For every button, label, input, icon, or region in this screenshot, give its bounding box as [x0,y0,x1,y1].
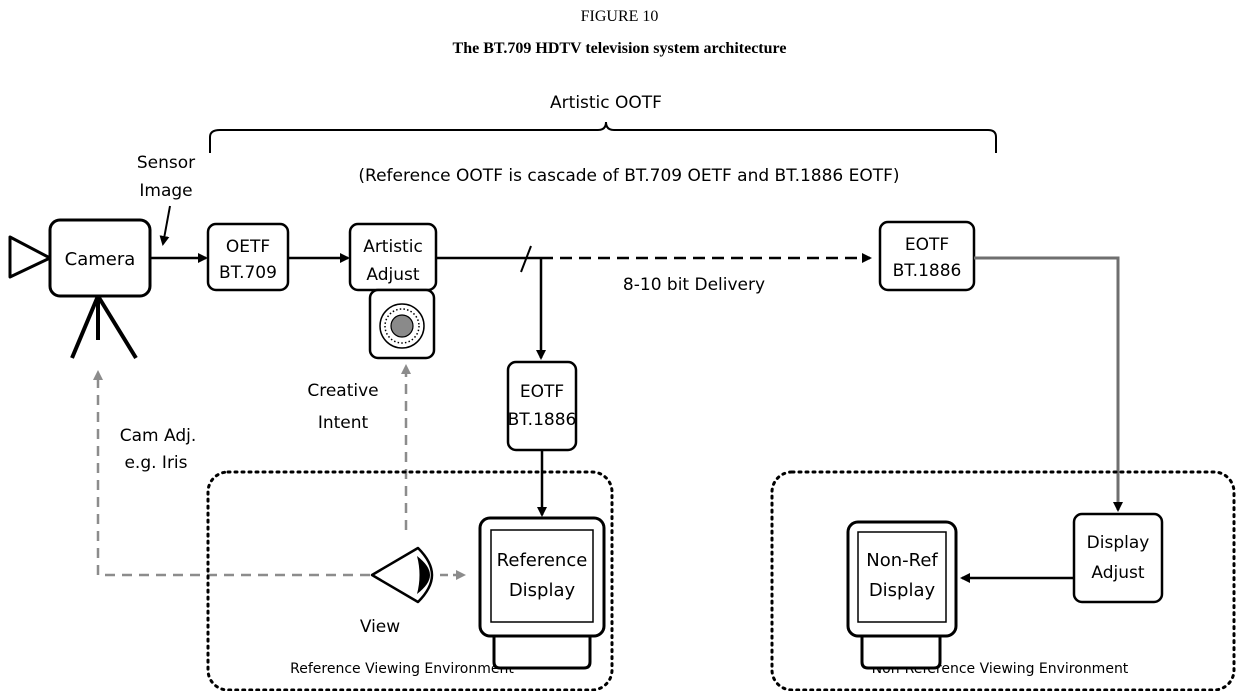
eotf-right-label-line1: EOTF [905,235,949,255]
non-ref-display-label-line2: Display [869,580,936,601]
eotf-to-display-adjust-arrow [974,256,1123,512]
eye-icon [370,546,434,604]
delivery-label: 8-10 bit Delivery [623,275,765,295]
creative-intent-label-line2: Intent [318,413,369,433]
reference-display-label-line2: Display [509,580,576,601]
eotf-middle-box [506,360,578,452]
cam-adj-label-line2: e.g. Iris [124,453,187,473]
eotf-right-box [878,220,976,292]
reference-display-icon [478,516,606,670]
oetf-label-line2: BT.709 [219,263,277,283]
eotf-middle-label-line2: BT.1886 [508,410,577,430]
sensor-image-arrow [159,205,171,246]
display-adjust-label-line1: Display [1087,533,1150,553]
cam-adj-feedback-arrow [93,370,370,577]
non-reference-viewing-environment [770,470,1236,691]
artistic-ootf-brace [209,121,997,153]
artistic-adjust-label-line2: Adjust [366,265,419,285]
view-label: View [360,617,400,637]
display-adjust-box [1072,512,1164,604]
sensor-image-label-line1: Sensor [137,153,195,173]
bus-slash [520,245,532,273]
non-ref-display-icon [846,520,958,670]
artistic-ootf-label: Artistic OOTF [550,93,662,113]
reference-display-label-line1: Reference [497,550,588,571]
camera-icon [8,218,152,360]
sensor-image-label-line2: Image [139,181,192,201]
adjust-knob-icon [368,288,436,360]
eotf-middle-label-line1: EOTF [520,382,564,402]
artistic-adjust-label-line1: Artistic [363,237,423,257]
camera-label: Camera [65,249,136,270]
reference-ootf-note: (Reference OOTF is cascade of BT.709 OET… [358,166,899,186]
figure-title: The BT.709 HDTV television system archit… [452,40,787,57]
creative-intent-label-line1: Creative [307,381,378,401]
reference-viewing-environment [206,470,614,691]
reference-env-label: Reference Viewing Environment [290,661,514,677]
oetf-label-line1: OETF [226,237,270,257]
eotf-right-label-line2: BT.1886 [893,261,962,281]
cam-adj-label-line1: Cam Adj. [120,426,197,446]
figure-label: FIGURE 10 [580,8,659,25]
display-adjust-label-line2: Adjust [1091,563,1144,583]
non-ref-display-label-line1: Non-Ref [866,550,938,571]
